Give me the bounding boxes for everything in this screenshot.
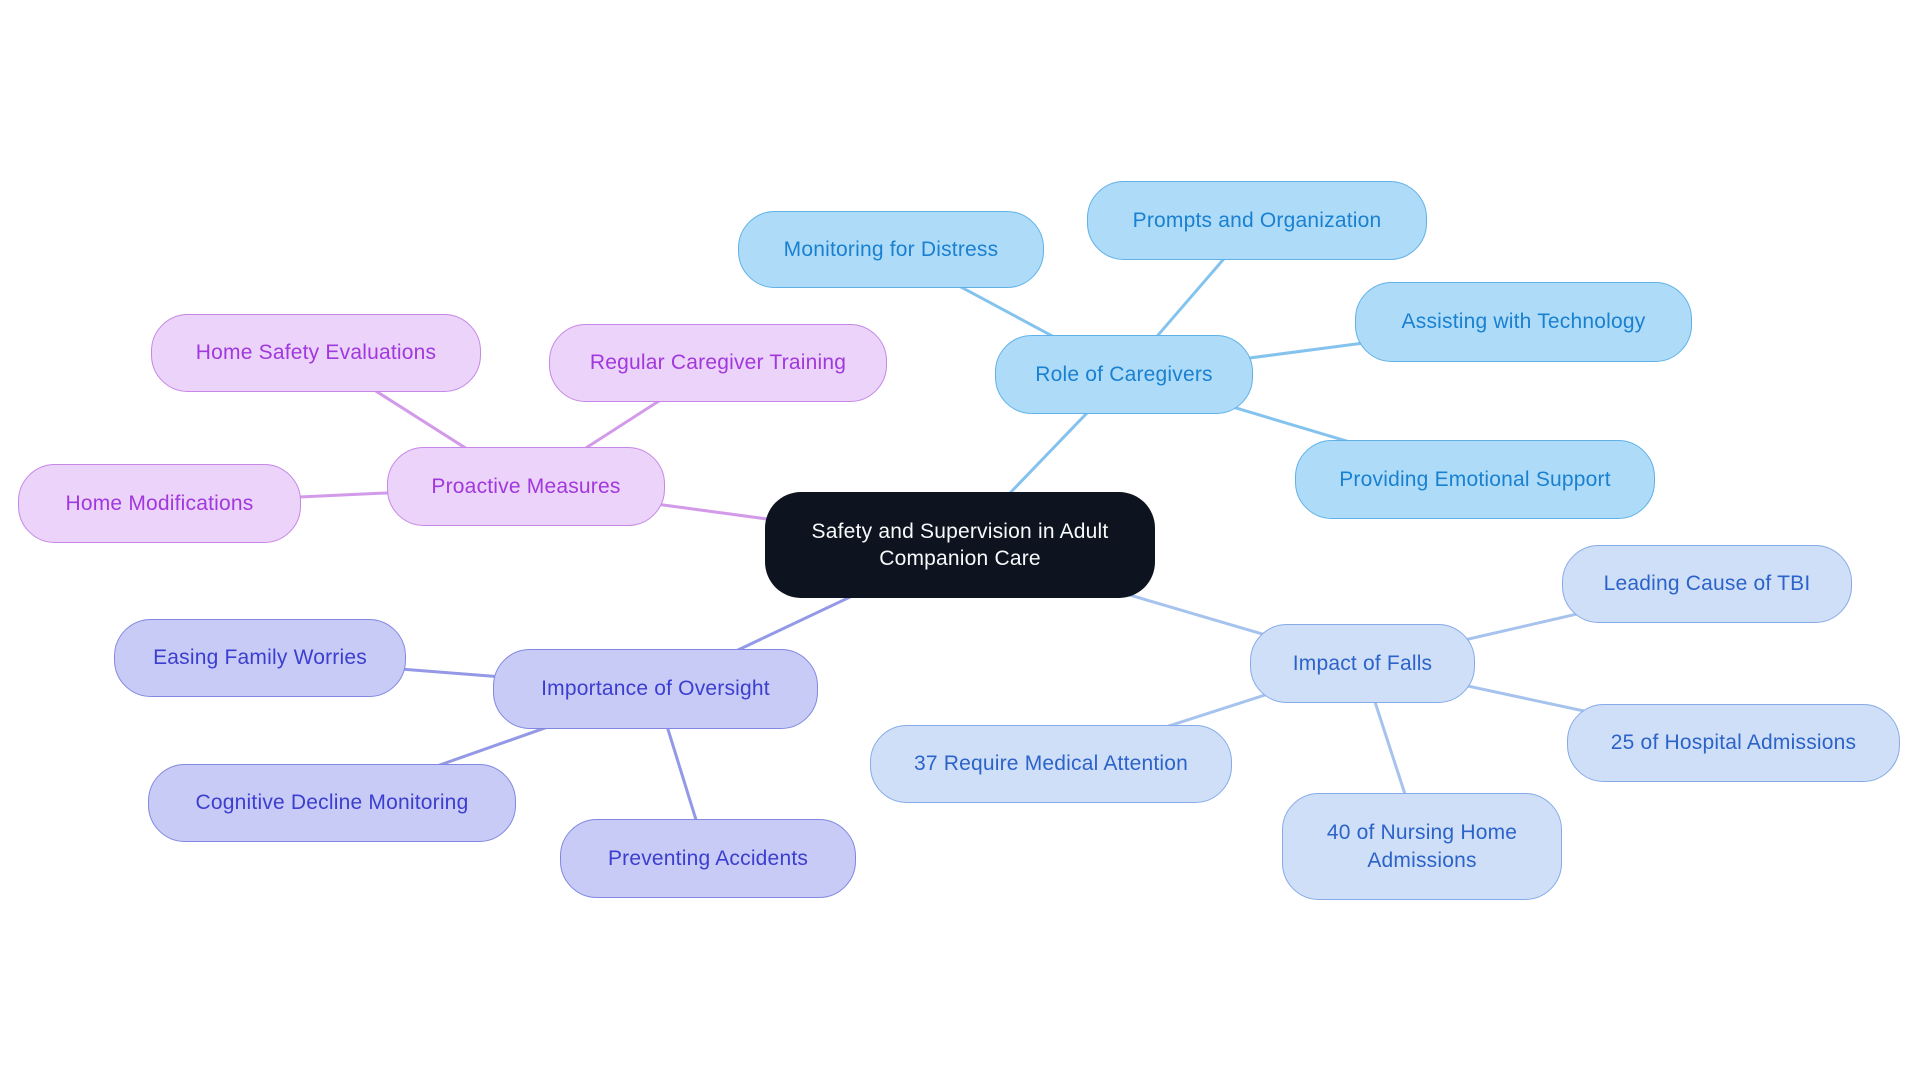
node-label: Safety and Supervision in Adult Companio… <box>811 519 1109 570</box>
node-label: Monitoring for Distress <box>783 237 999 261</box>
node-preventing-accidents[interactable]: Preventing Accidents <box>560 819 856 898</box>
node-label: Impact of Falls <box>1292 651 1433 675</box>
node-providing-emotional-support[interactable]: Providing Emotional Support <box>1295 440 1655 519</box>
node-label: Role of Caregivers <box>1035 362 1213 386</box>
node-importance-of-oversight[interactable]: Importance of Oversight <box>493 649 818 729</box>
node-label: Proactive Measures <box>431 474 621 498</box>
node-prompts-and-organization[interactable]: Prompts and Organization <box>1087 181 1427 260</box>
node-hospital-admissions[interactable]: 25 of Hospital Admissions <box>1567 704 1900 782</box>
node-monitoring-for-distress[interactable]: Monitoring for Distress <box>738 211 1044 288</box>
node-require-medical-attention[interactable]: 37 Require Medical Attention <box>870 725 1232 803</box>
node-central-topic[interactable]: Safety and Supervision in Adult Companio… <box>765 492 1155 598</box>
node-leading-cause-of-tbi[interactable]: Leading Cause of TBI <box>1562 545 1852 623</box>
node-label: Cognitive Decline Monitoring <box>195 791 469 815</box>
node-label: Easing Family Worries <box>153 646 367 670</box>
node-home-modifications[interactable]: Home Modifications <box>18 464 301 543</box>
node-label: Home Modifications <box>65 491 254 515</box>
node-cognitive-decline-monitoring[interactable]: Cognitive Decline Monitoring <box>148 764 516 842</box>
node-easing-family-worries[interactable]: Easing Family Worries <box>114 619 406 697</box>
node-label: Home Safety Evaluations <box>195 341 437 365</box>
node-label: Importance of Oversight <box>541 677 770 701</box>
node-label: Preventing Accidents <box>607 846 809 870</box>
node-role-of-caregivers[interactable]: Role of Caregivers <box>995 335 1253 414</box>
node-label: 37 Require Medical Attention <box>913 752 1189 776</box>
node-nursing-home-admissions[interactable]: 40 of Nursing Home Admissions <box>1282 793 1562 900</box>
node-label: Assisting with Technology <box>1401 310 1646 334</box>
node-label: Providing Emotional Support <box>1339 467 1611 491</box>
node-label: Regular Caregiver Training <box>589 351 847 375</box>
node-proactive-measures[interactable]: Proactive Measures <box>387 447 665 526</box>
node-label: 40 of Nursing Home Admissions <box>1326 821 1518 872</box>
node-label: Leading Cause of TBI <box>1603 572 1811 596</box>
node-label: Prompts and Organization <box>1132 208 1382 232</box>
node-regular-caregiver-training[interactable]: Regular Caregiver Training <box>549 324 887 402</box>
node-assisting-with-technology[interactable]: Assisting with Technology <box>1355 282 1692 362</box>
node-label: 25 of Hospital Admissions <box>1610 731 1857 755</box>
node-home-safety-evaluations[interactable]: Home Safety Evaluations <box>151 314 481 392</box>
node-impact-of-falls[interactable]: Impact of Falls <box>1250 624 1475 703</box>
